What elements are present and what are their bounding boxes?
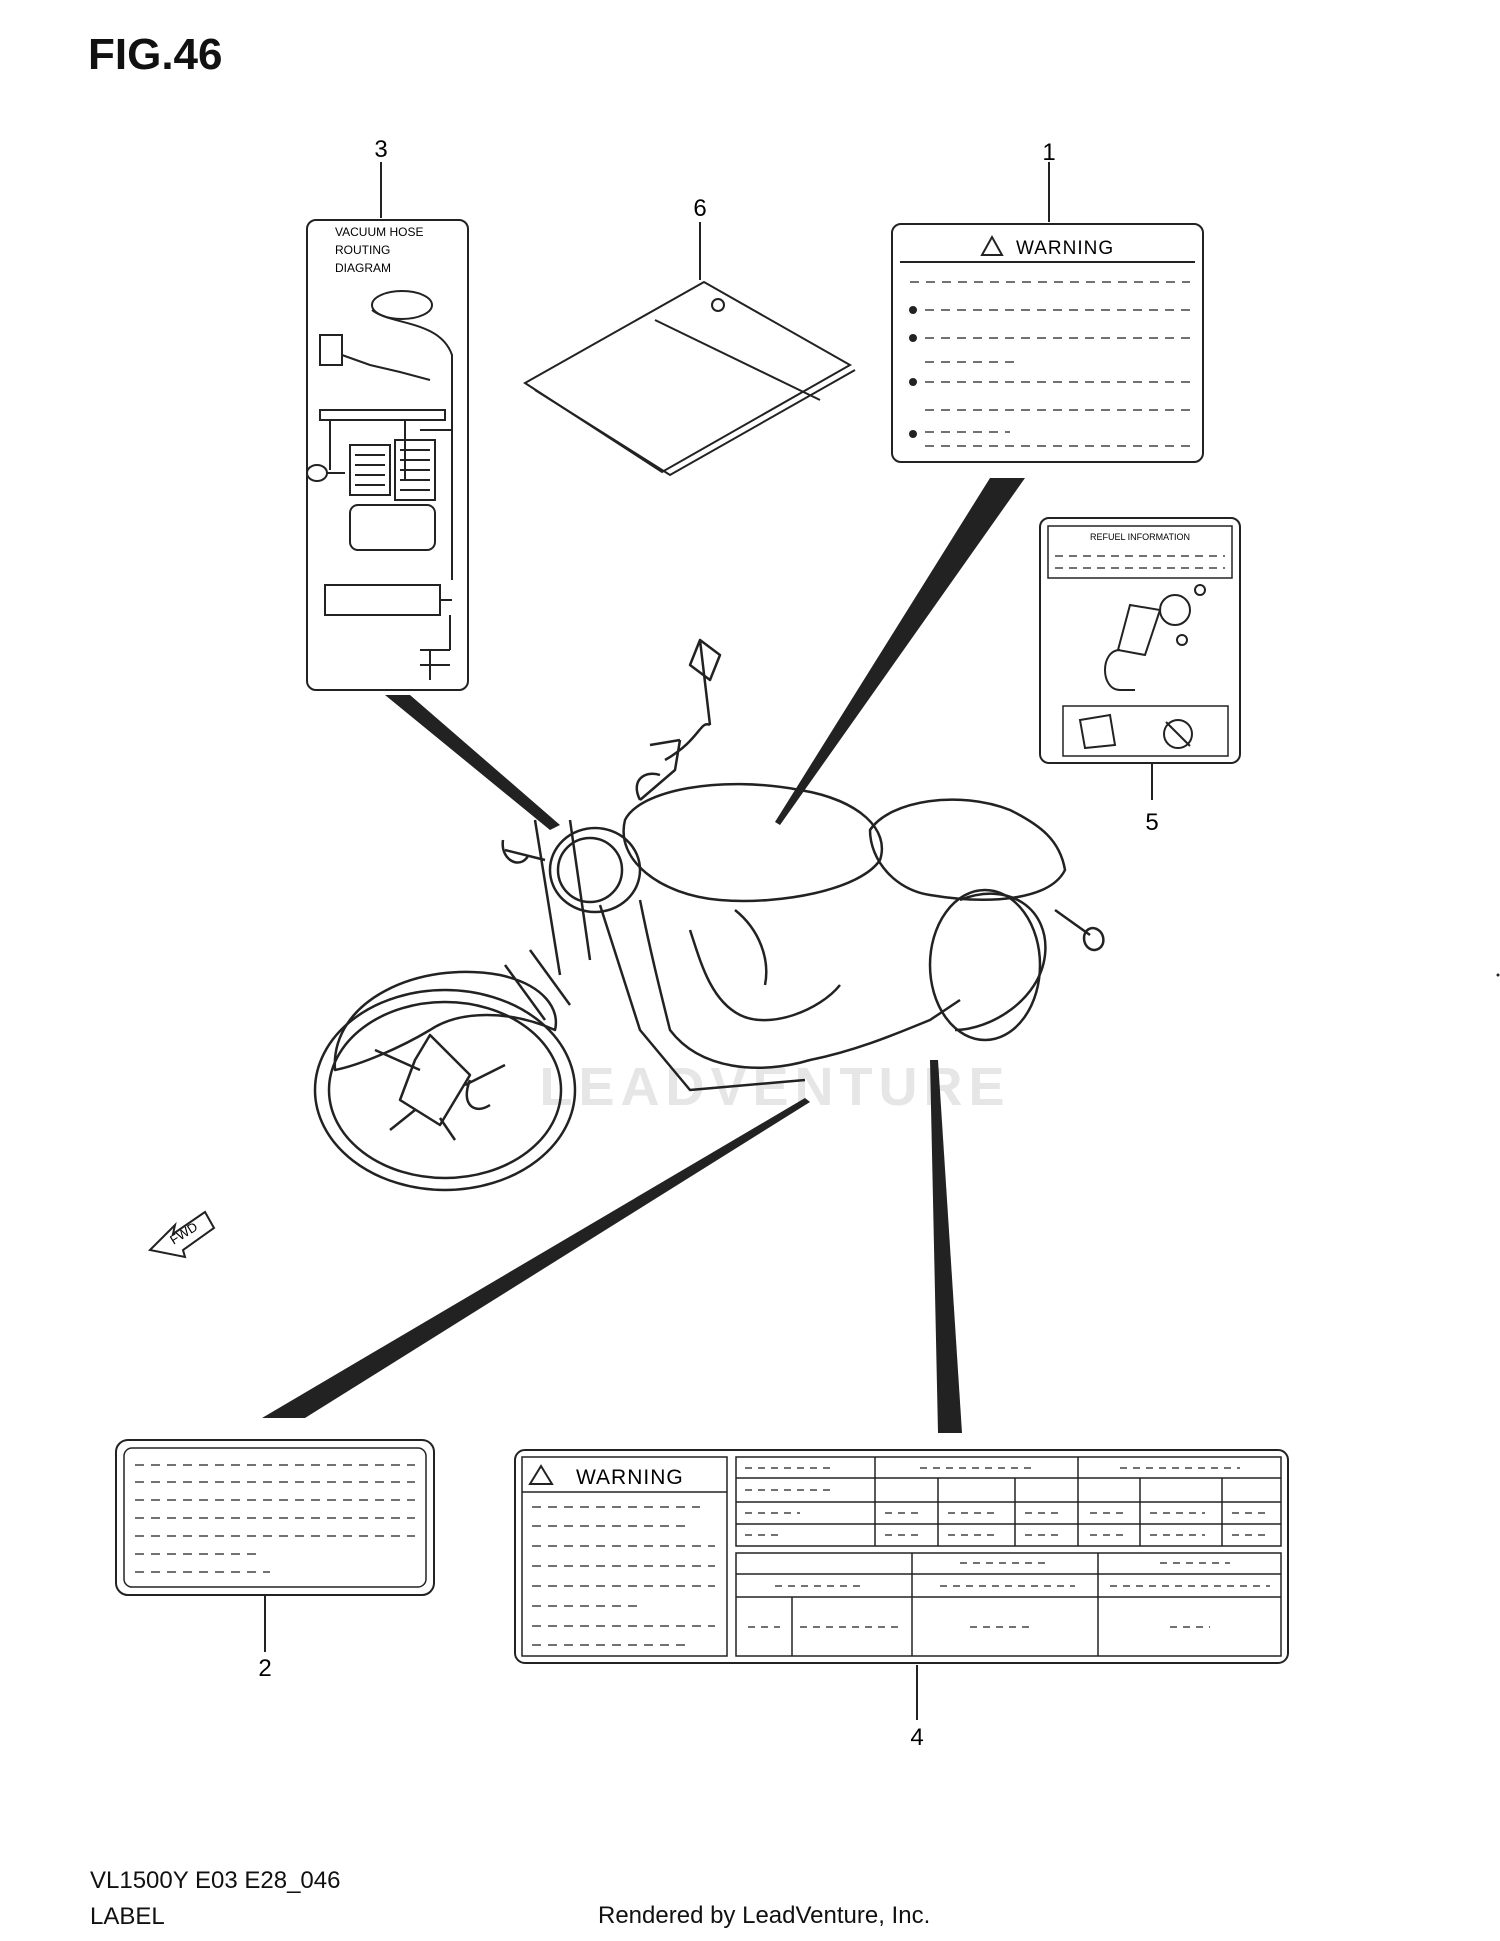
motorcycle-illustration	[313, 638, 1105, 1192]
callout-number-1: 1	[1042, 139, 1055, 166]
figure-title: FIG.46	[88, 30, 223, 79]
warning-triangle-icon	[980, 234, 1004, 256]
label-information	[115, 1439, 435, 1596]
leader-wedges	[262, 478, 1025, 1433]
callout-leaders	[264, 162, 1153, 1720]
label-refuel-information: REFUEL INFORMATION	[1039, 517, 1241, 764]
callout-number-2: 2	[258, 1655, 271, 1682]
wedge-label-2	[262, 1098, 810, 1418]
render-credit: Rendered by LeadVenture, Inc.	[598, 1902, 931, 1929]
warning-large-triangle-icon	[528, 1464, 554, 1485]
wedge-label-1	[775, 478, 1025, 825]
diagram-section-label: LABEL	[90, 1903, 165, 1930]
label-envelope	[523, 280, 856, 477]
refuel-heading: REFUEL INFORMATION	[1090, 532, 1190, 542]
vacuum-label-line2: ROUTING	[335, 243, 390, 257]
wedge-label-4	[930, 1060, 962, 1433]
callout-number-6: 6	[693, 195, 706, 222]
callout-number-5: 5	[1145, 809, 1158, 836]
wedge-label-3	[385, 695, 560, 830]
label-vacuum-hose-diagram: VACUUM HOSE ROUTING DIAGRAM	[306, 219, 469, 691]
warning-small-heading: WARNING	[1016, 238, 1114, 259]
callout-number-3: 3	[374, 136, 387, 163]
warning-large-heading: WARNING	[576, 1466, 684, 1489]
callout-number-4: 4	[910, 1724, 923, 1751]
vacuum-label-line1: VACUUM HOSE	[335, 225, 423, 239]
vacuum-label-line3: DIAGRAM	[335, 261, 391, 275]
label-warning-small: WARNING	[891, 223, 1204, 463]
forward-arrow-icon: FWD	[147, 1210, 216, 1259]
diagram-code: VL1500Y E03 E28_046	[90, 1867, 341, 1894]
label-warning-large: WARNING	[514, 1449, 1289, 1664]
edge-mark	[1496, 973, 1500, 977]
